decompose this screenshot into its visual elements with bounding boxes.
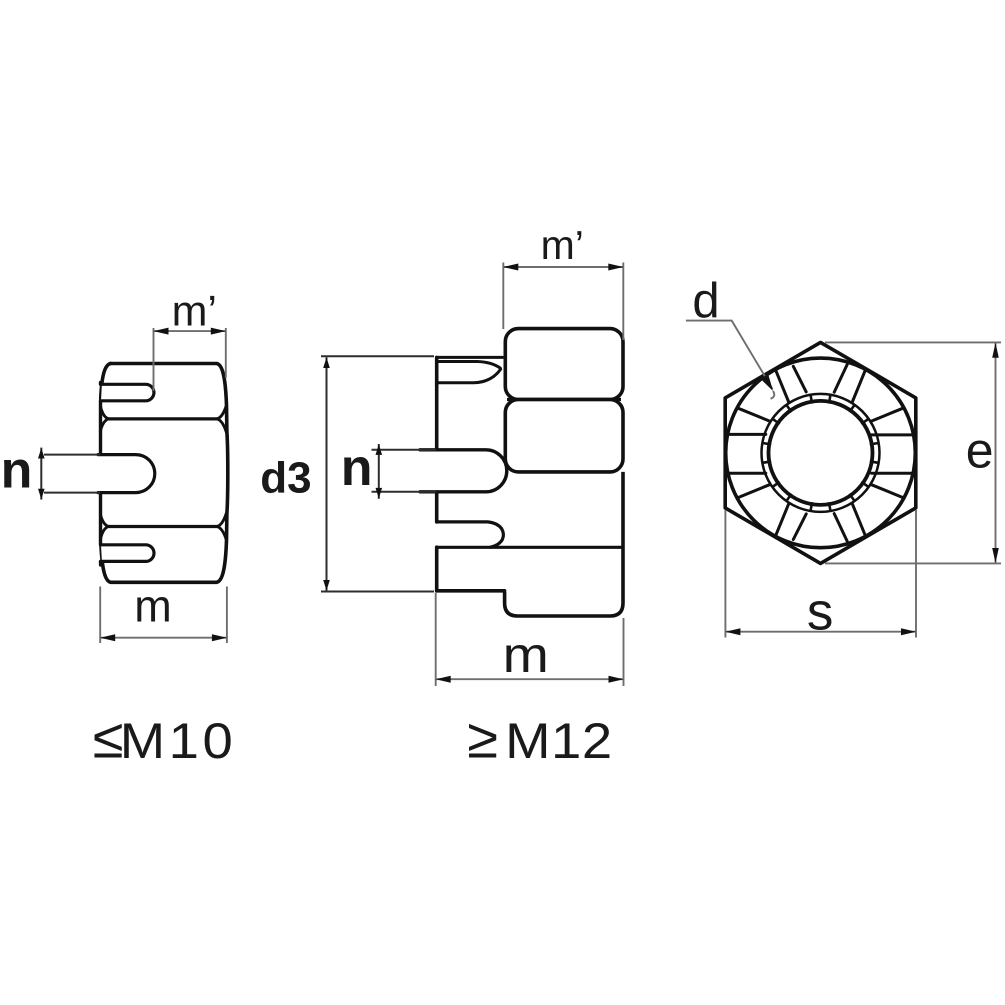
svg-text:M12: M12	[505, 714, 613, 769]
svg-text:m’: m’	[541, 222, 584, 268]
svg-text:e: e	[966, 423, 994, 479]
svg-text:s: s	[807, 583, 834, 642]
svg-text:≤: ≤	[93, 707, 124, 770]
svg-text:n: n	[341, 439, 373, 497]
svg-text:M10: M10	[120, 714, 236, 769]
svg-text:d3: d3	[260, 453, 311, 502]
svg-text:≥: ≥	[467, 707, 498, 770]
svg-text:n: n	[1, 441, 33, 499]
svg-text:m’: m’	[172, 288, 217, 336]
svg-text:m: m	[503, 627, 549, 683]
svg-text:d: d	[692, 274, 719, 328]
svg-text:m: m	[134, 580, 172, 631]
